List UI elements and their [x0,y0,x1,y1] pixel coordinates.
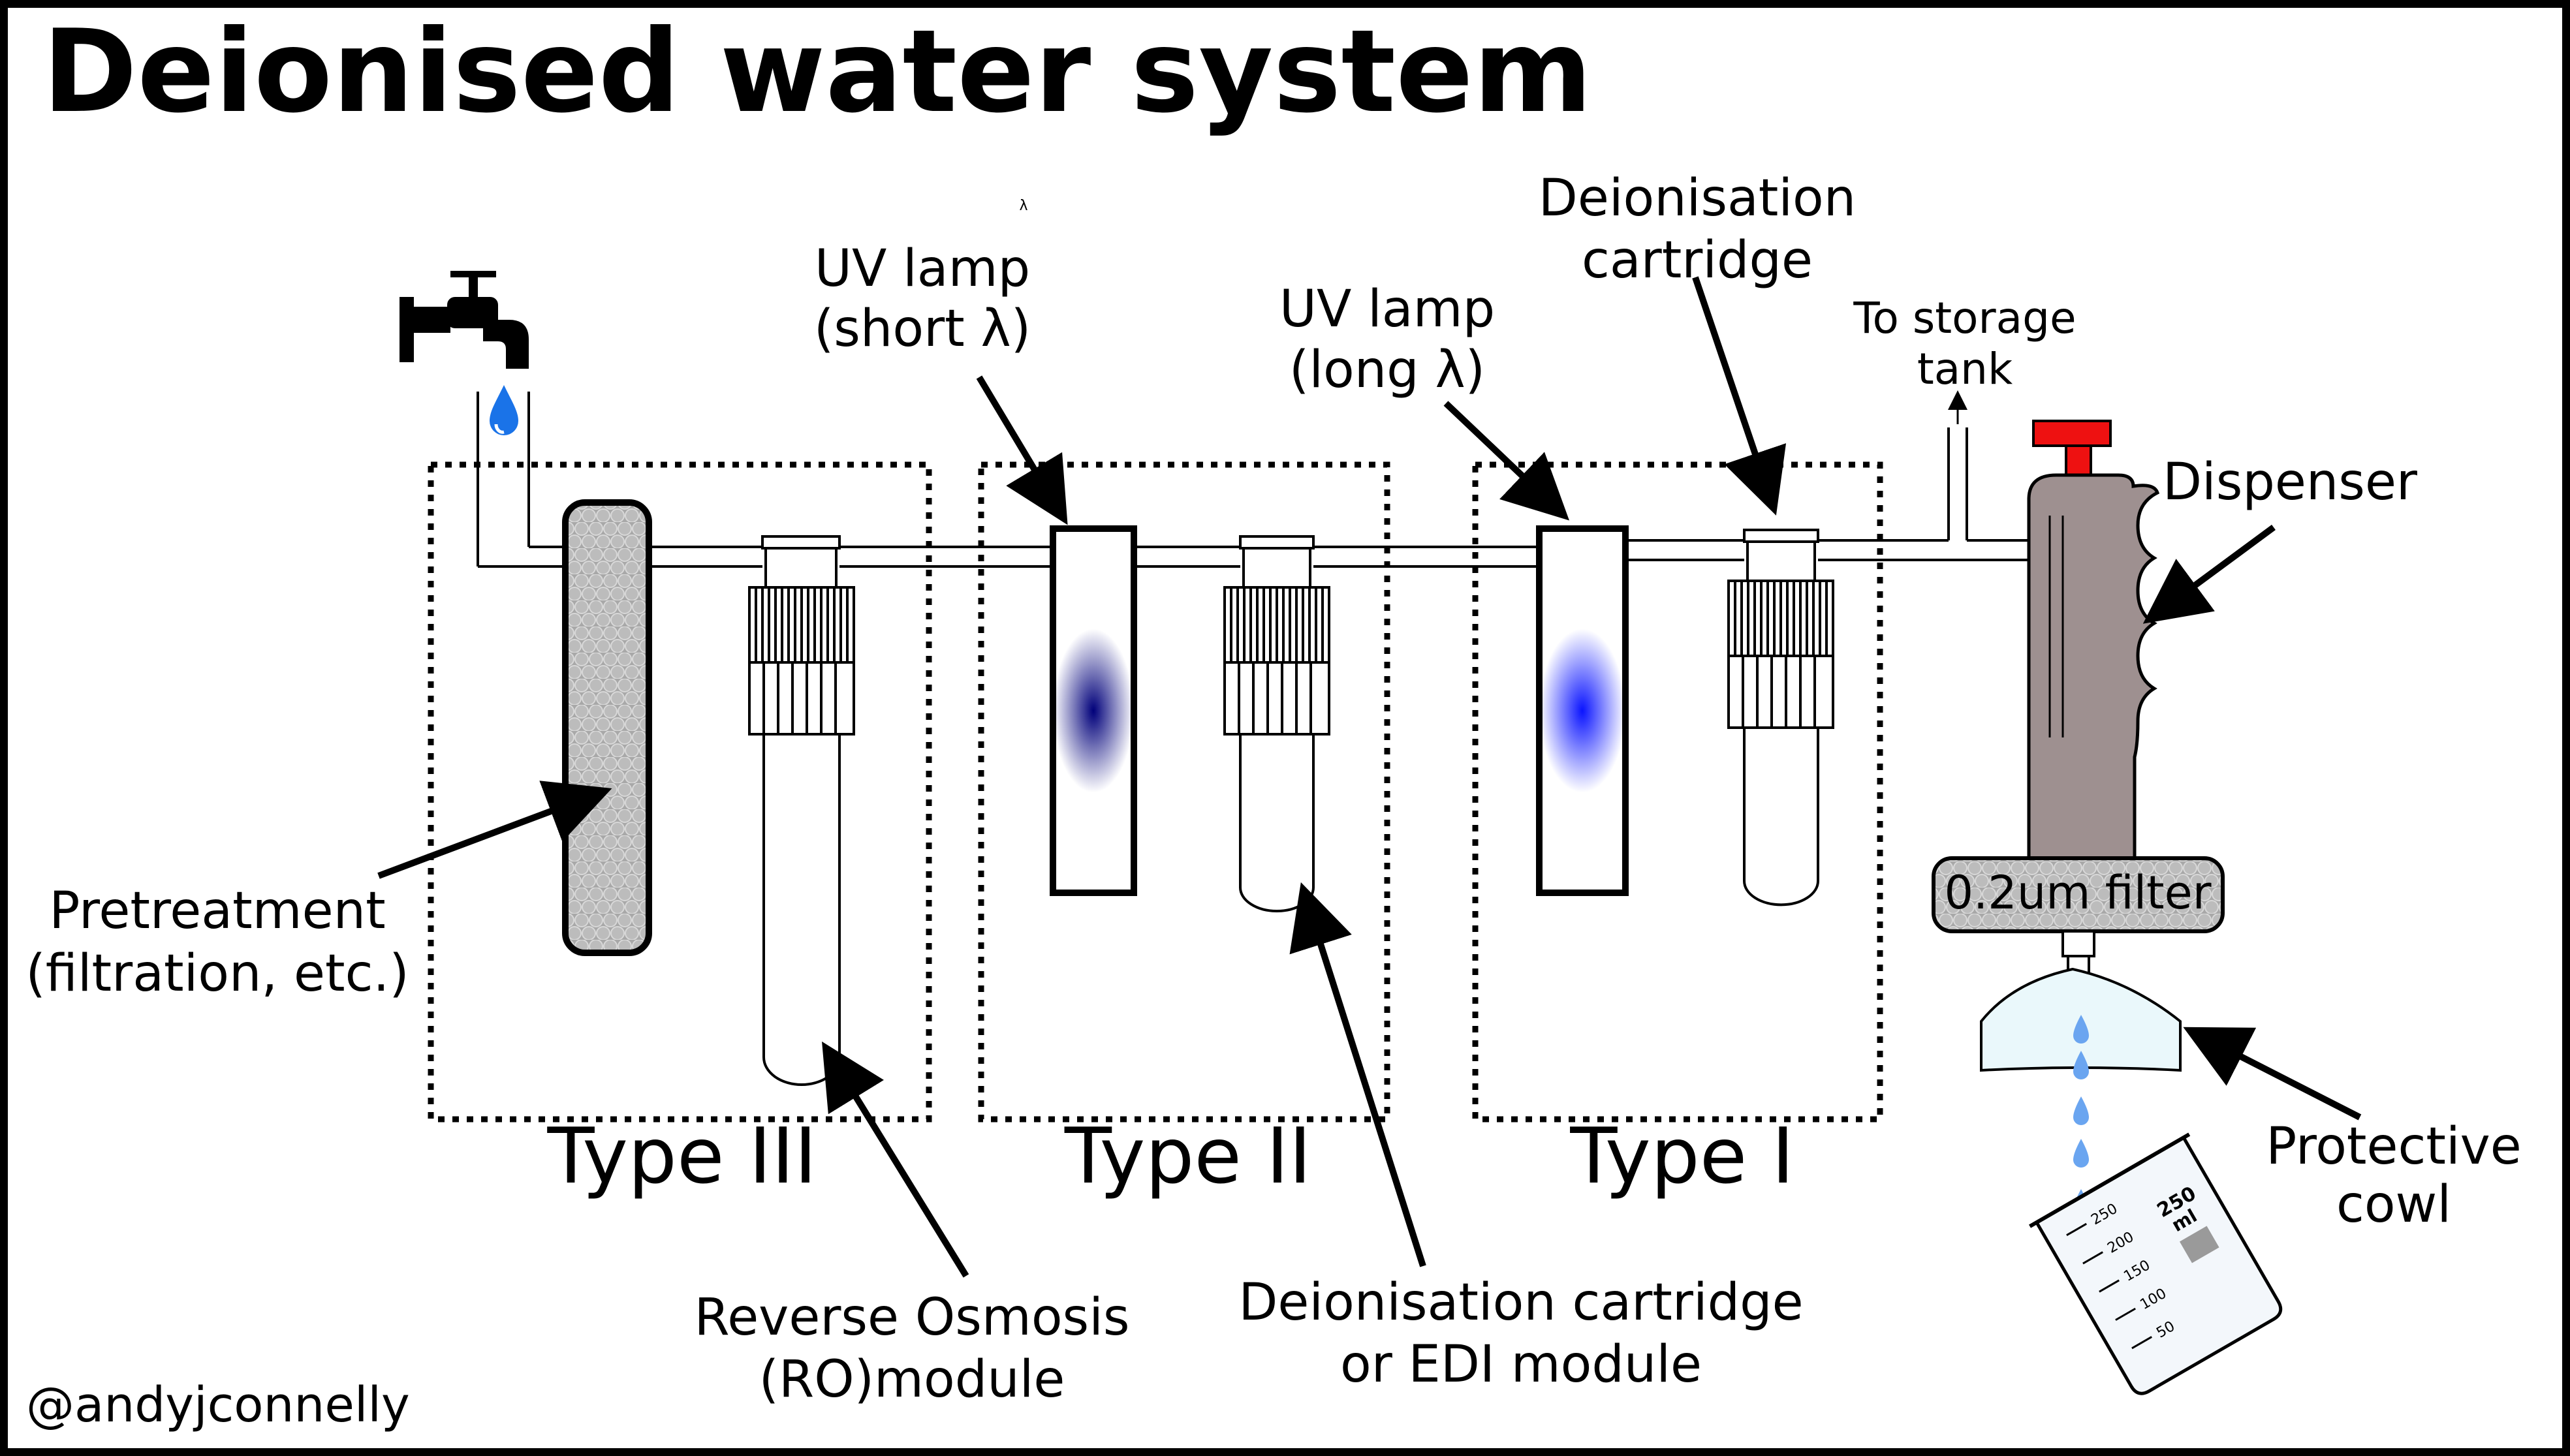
zone-type3-label: Type III [547,1111,817,1201]
arrow-cowl [2183,1027,2362,1121]
credit-handle: @andyjconnelly [26,1377,410,1433]
storage-label-2: tank [1917,344,2013,394]
uv-long-label-2: (long λ) [1289,341,1485,399]
pipework [477,392,2030,568]
ro-label-1: Reverse Osmosis [695,1288,1130,1347]
deionisation-cartridge-type1 [1727,529,1834,906]
arrow-pretreatment [377,781,612,879]
uv-lamp-long [1536,525,1629,896]
storage-label-1: To storage [1853,293,2076,343]
water-drop-icon [490,385,518,435]
filter-label: 0.2um filter [1945,866,2212,920]
arrow-uv-short [976,375,1068,525]
pretreatment-label-1: Pretreatment [49,882,385,940]
deion-top-label-2: cartridge [1582,231,1813,290]
dispenser-label: Dispenser [2163,453,2418,512]
zone-type3-box [428,461,932,1123]
arrow-dispenser [2142,524,2276,624]
uv-short-label-2: (short λ) [814,300,1031,358]
dispenser [2027,420,2160,860]
beaker-icon: 250 200 150 100 50 250 ml [2029,1132,2283,1395]
edi-label-2: or EDI module [1340,1335,1702,1394]
uv-lamp-short [1050,525,1137,896]
arrow-deion-top [1692,276,1787,516]
zone-type1-label: Type I [1569,1111,1794,1201]
tap-icon [400,271,529,369]
ro-module [748,535,855,1086]
zone-type1-box [1472,461,1883,1123]
arrow-uv-long [1443,401,1569,521]
page-title: Deionised water system [42,6,1592,138]
uv-short-stray-lambda: λ [1019,198,1027,214]
pretreatment-column [562,499,652,956]
pretreatment-label-2: (filtration, etc.) [25,944,409,1003]
cowl-label-1: Protective [2266,1117,2522,1176]
zone-type2-box [978,461,1390,1123]
annotation-arrows [377,276,2362,1278]
uv-short-label-1: UV lamp [815,240,1030,298]
deionisation-cartridge-type2 [1223,535,1330,912]
edi-label-1: Deionisation cartridge [1238,1273,1803,1332]
ro-label-2: (RO)module [759,1350,1065,1409]
arrow-ro [822,1041,969,1278]
zone-type2-label: Type II [1064,1111,1311,1201]
arrow-edi [1289,882,1426,1267]
deion-top-label-1: Deionisation [1539,169,1856,228]
cowl-label-2: cowl [2336,1175,2451,1234]
uv-long-label-1: UV lamp [1279,280,1495,339]
